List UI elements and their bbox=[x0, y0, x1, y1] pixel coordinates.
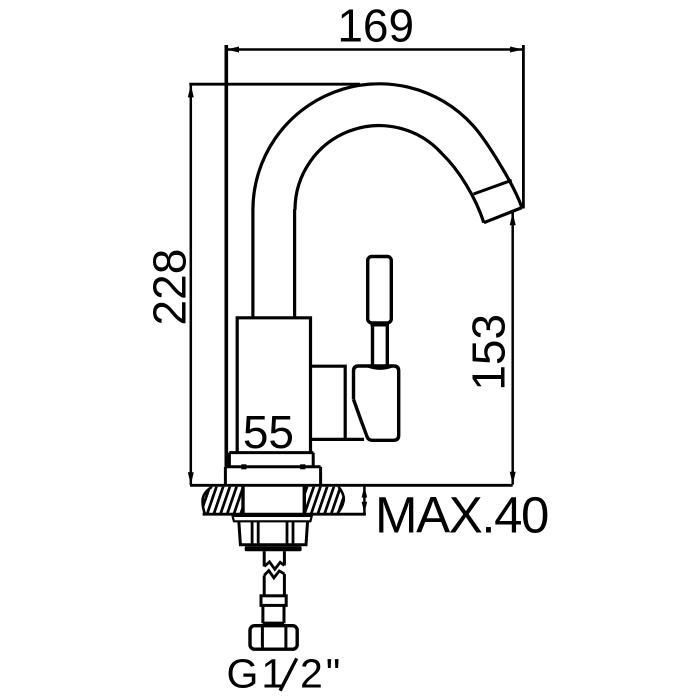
svg-text:55: 55 bbox=[243, 406, 294, 458]
svg-text:G1: G1 bbox=[227, 651, 288, 697]
svg-text:169: 169 bbox=[337, 0, 414, 52]
svg-text:153: 153 bbox=[463, 314, 515, 391]
svg-text:228: 228 bbox=[144, 249, 196, 326]
svg-text:MAX.40: MAX.40 bbox=[375, 487, 548, 544]
svg-text:2": 2" bbox=[300, 651, 343, 697]
